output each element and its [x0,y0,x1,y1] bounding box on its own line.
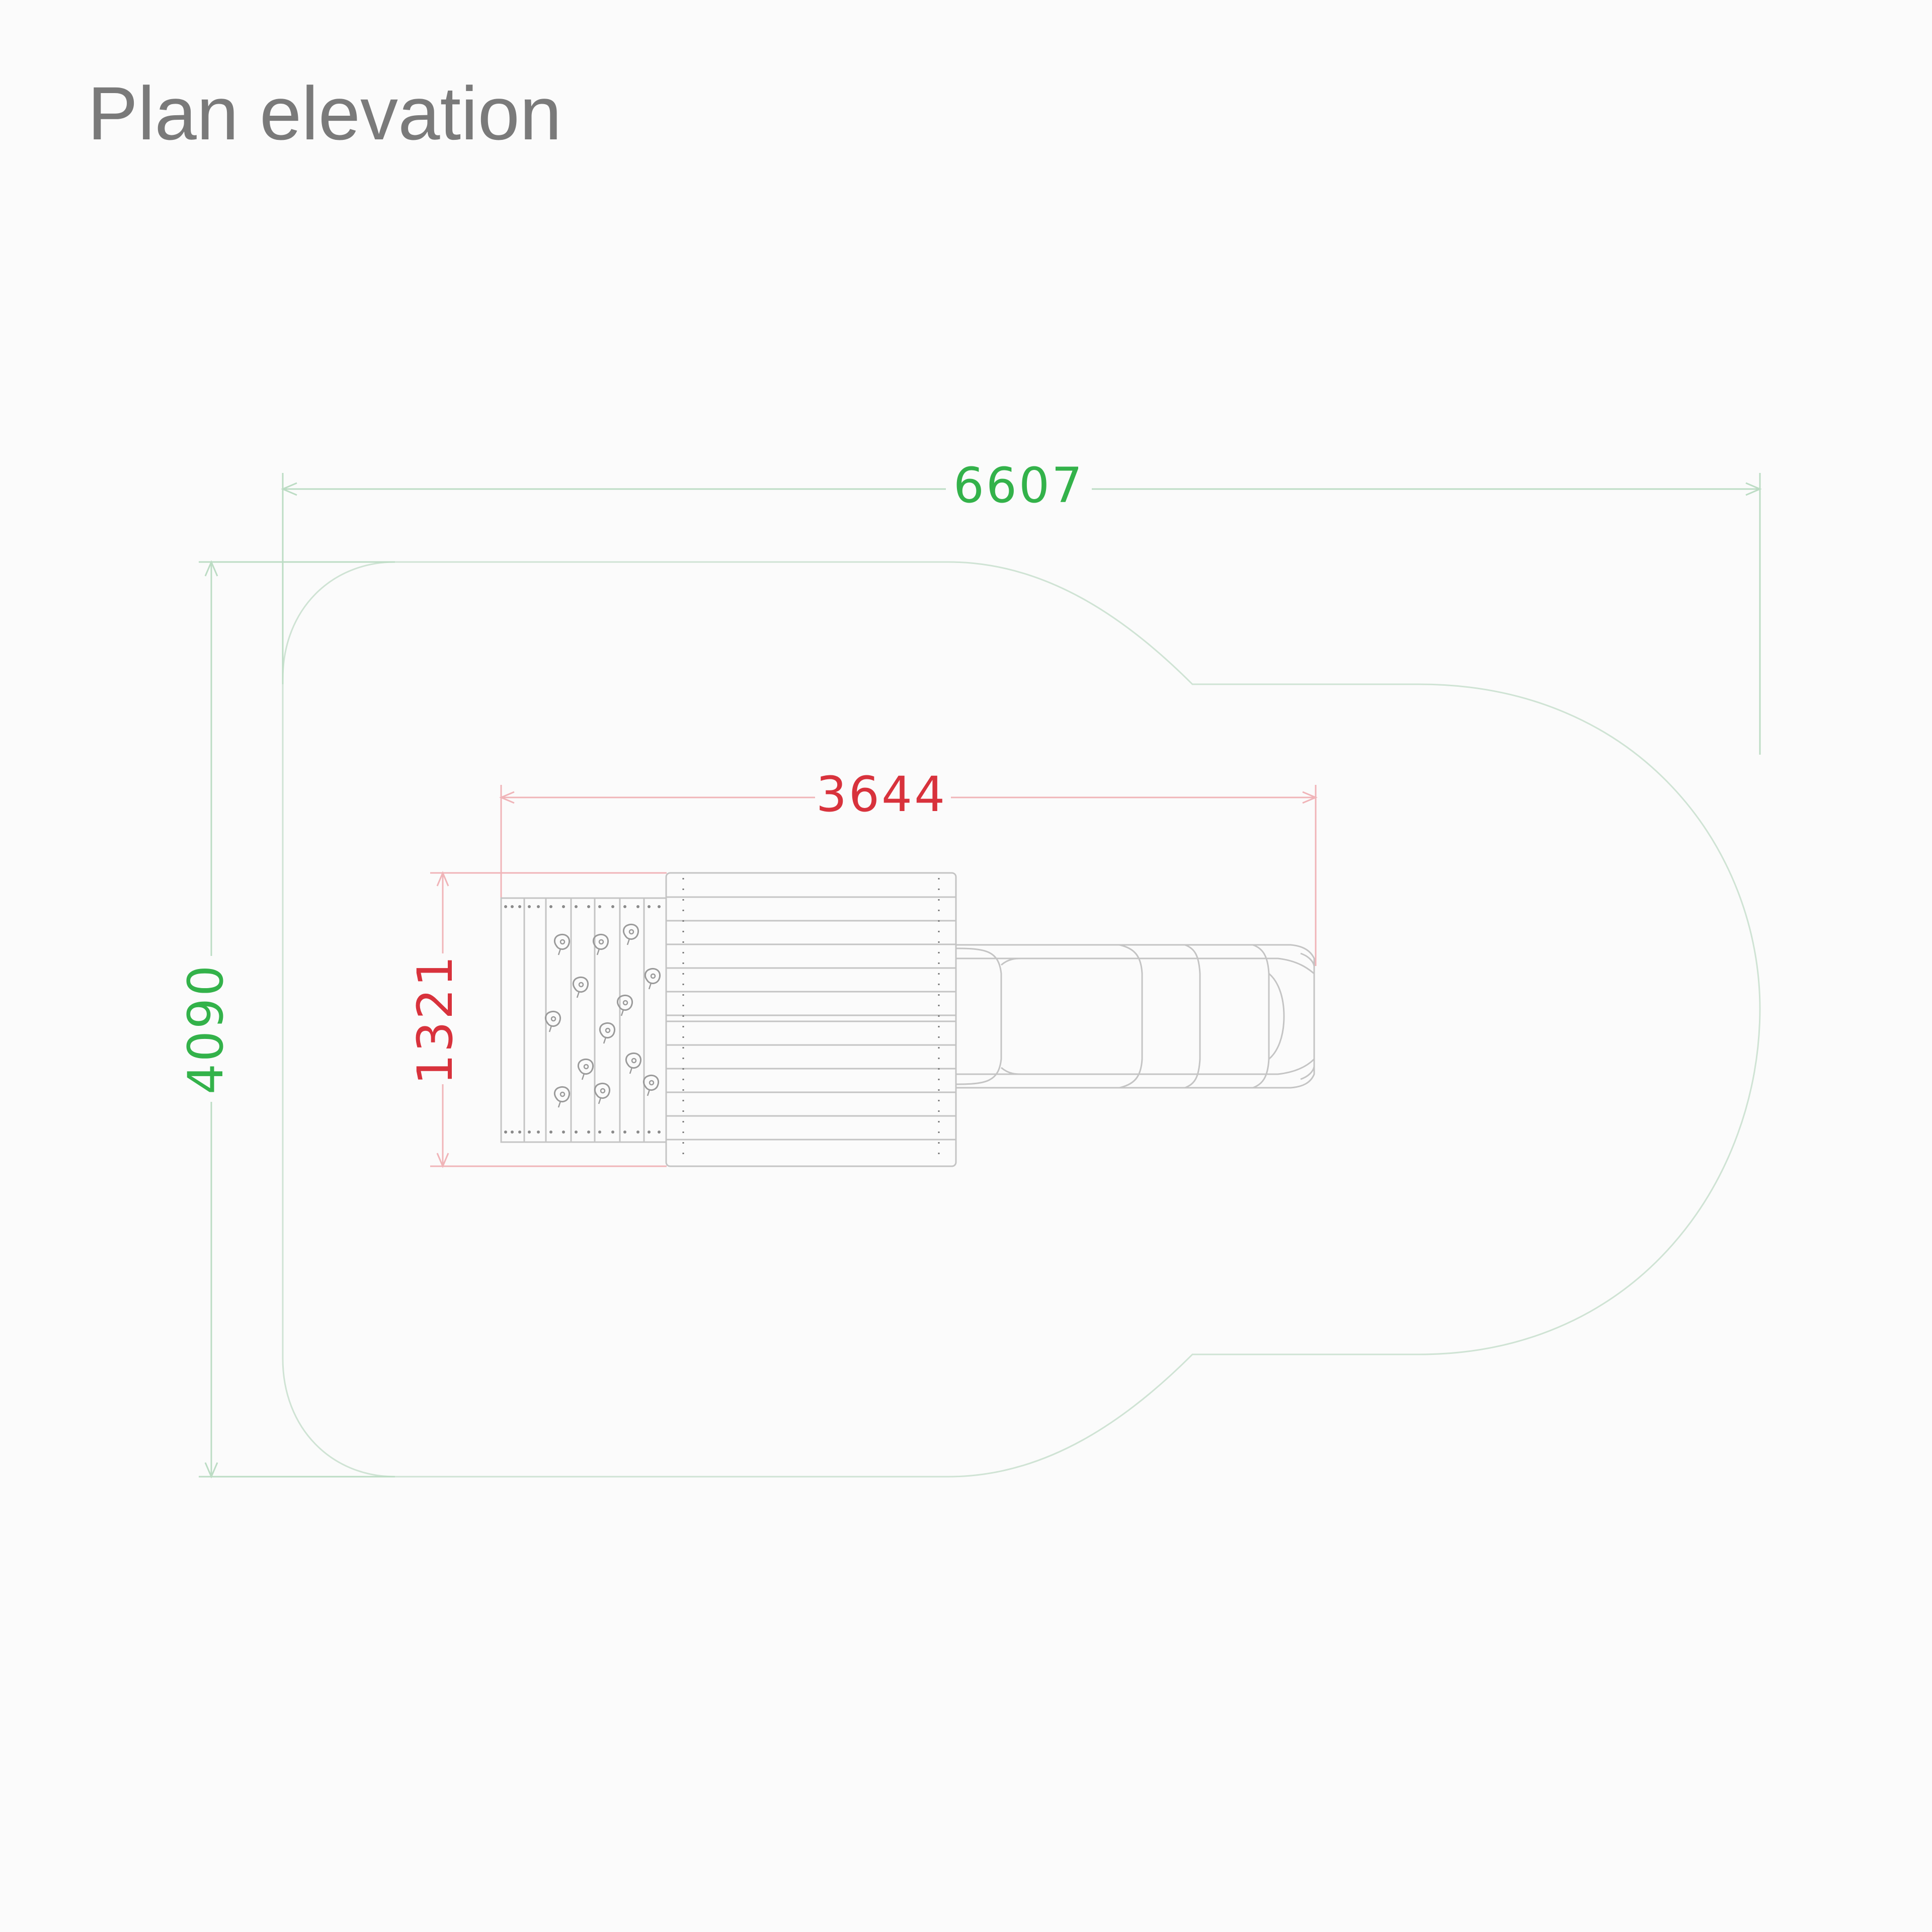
climbing-wall-fixings [504,905,661,1134]
climbing-hold-icon [594,1082,611,1105]
climbing-hold-icon [553,1086,571,1108]
safety-zone-outline [282,561,1761,1478]
slide [955,944,1315,1089]
climbing-hold-icon [644,968,661,990]
equipment-width-label: 1321 [407,954,463,1085]
overall-width-label: 6607 [953,457,1084,514]
climbing-hold-icon [553,933,571,956]
overall-depth-label: 4090 [178,963,234,1094]
climbing-hold-icon [625,1052,642,1075]
climbing-hold-icon [599,1022,616,1044]
page-title: Plan elevation [88,71,562,155]
platform-deck [665,872,957,1167]
climbing-hold-icon [544,1010,561,1033]
climbing-hold-icon [642,1074,660,1097]
overall-depth-dimension: 4090 [178,560,395,1479]
equipment-length-label: 3644 [816,766,947,823]
equipment-width-dimension: 1321 [407,871,667,1168]
climbing-wall [500,897,667,1143]
equipment-length-dimension: 3644 [499,765,1318,966]
climbing-hold-icon [622,923,639,946]
climbing-hold-icon [577,1058,594,1081]
climbing-hold-icon [592,933,609,956]
overall-width-dimension: 6607 [281,455,1762,755]
climbing-hold-icon [572,976,589,999]
